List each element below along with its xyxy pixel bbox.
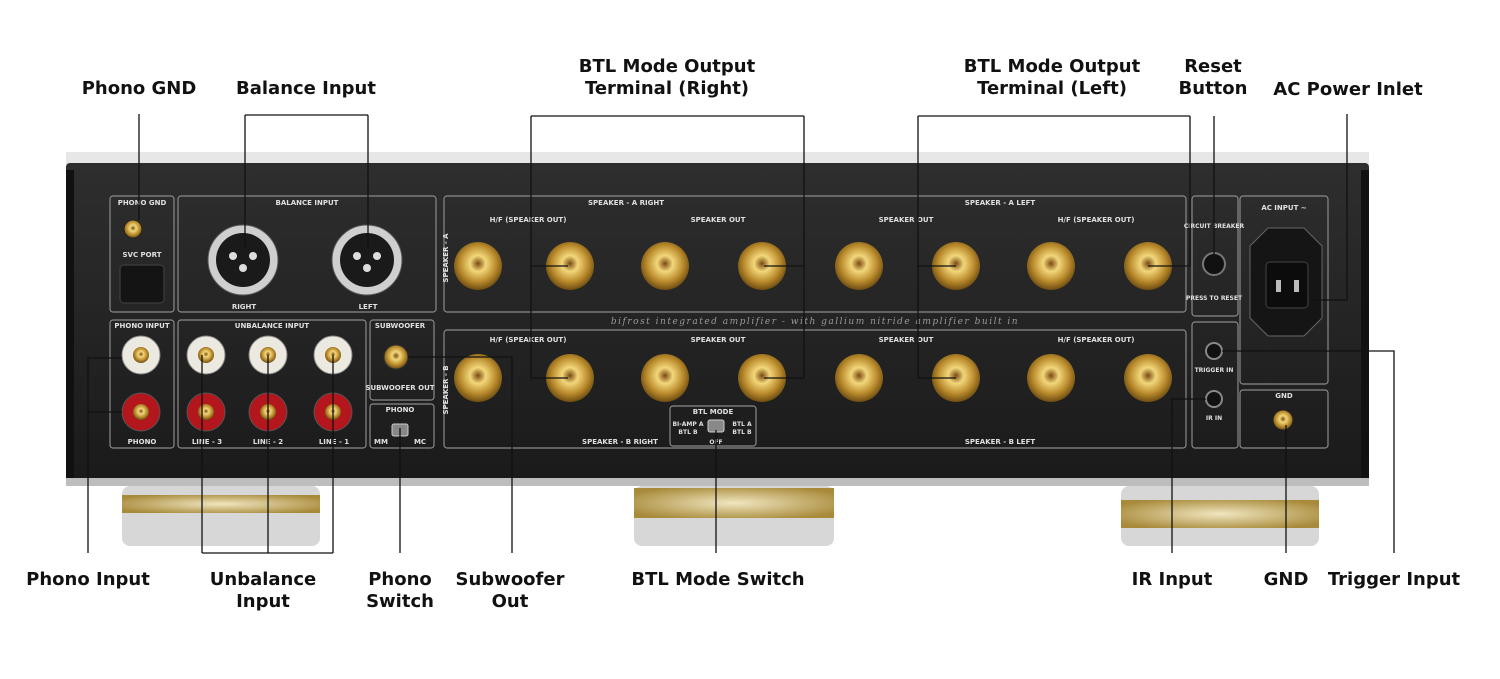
label-hf-out-a-right: H/F (SPEAKER OUT) (490, 216, 567, 224)
heatsink-fins-right (1361, 170, 1369, 480)
label-speaker-out-a-left: SPEAKER OUT (879, 216, 934, 224)
label-line3: LINE - 3 (192, 438, 222, 446)
post-b-l-hf-minus[interactable] (1027, 354, 1075, 402)
post-a-r-out-minus[interactable] (641, 242, 689, 290)
label-mm: MM (374, 438, 388, 446)
callout-phono-gnd: Phono GND (81, 78, 197, 99)
label-hf-out-b-left: H/F (SPEAKER OUT) (1058, 336, 1135, 344)
label-balance-right: RIGHT (232, 303, 257, 311)
trigger-in-jack[interactable] (1205, 342, 1223, 360)
callout-phono-input: Phono Input (26, 569, 150, 590)
label-speaker-a-vertical: SPEAKER - A (442, 233, 450, 283)
label-btl-mode: BTL MODE (693, 408, 734, 416)
label-mc: MC (414, 438, 426, 446)
label-subwoofer: SUBWOOFER (375, 322, 426, 330)
post-b-l-out-minus[interactable] (835, 354, 883, 402)
post-a-l-hf-minus[interactable] (1027, 242, 1075, 290)
label-hf-out-a-left: H/F (SPEAKER OUT) (1058, 216, 1135, 224)
label-speaker-a-left: SPEAKER - A LEFT (965, 199, 1036, 207)
label-speaker-b-vertical: SPEAKER - B (442, 365, 450, 414)
label-speaker-b-left: SPEAKER - B LEFT (965, 438, 1036, 446)
label-phono-switch: PHONO (386, 406, 415, 414)
foot-center-ring (634, 488, 834, 518)
post-b-l-hf-plus[interactable] (1124, 354, 1172, 402)
label-ir-in: IR IN (1206, 415, 1222, 422)
label-unbalance-input: UNBALANCE INPUT (235, 322, 310, 330)
label-btl-b2: BTL B (732, 429, 752, 436)
post-b-r-out-plus[interactable] (738, 354, 786, 402)
label-line1: LINE - 1 (319, 438, 349, 446)
chassis-bottom-edge (66, 478, 1369, 486)
callout-ac-power-inlet: AC Power Inlet (1273, 79, 1423, 100)
panel-outlines (109, 195, 1329, 449)
post-b-r-hf-plus[interactable] (546, 354, 594, 402)
label-btl-a: BTL A (732, 421, 752, 428)
callout-trigger-input: Trigger Input (1327, 569, 1461, 590)
label-bi-amp: BI-AMP A (672, 421, 703, 428)
post-a-r-hf-minus[interactable] (454, 242, 502, 290)
post-b-r-hf-minus[interactable] (454, 354, 502, 402)
callout-btl-mode-switch: BTL Mode Switch (631, 569, 805, 590)
ir-in-jack[interactable] (1205, 390, 1223, 408)
label-press-to-reset: PRESS TO RESET (1186, 295, 1243, 302)
label-balance-input: BALANCE INPUT (276, 199, 339, 207)
post-a-r-out-plus[interactable] (738, 242, 786, 290)
callout-lines (87, 114, 1395, 554)
feet (122, 486, 1319, 546)
label-gnd: GND (1275, 392, 1293, 400)
label-speaker-out-a-right: SPEAKER OUT (691, 216, 746, 224)
ac-inlet[interactable] (1265, 261, 1309, 309)
rca-subwoofer-out[interactable] (383, 344, 409, 370)
foot-right-ring (1121, 500, 1319, 528)
phono-gnd-terminal[interactable] (123, 219, 143, 239)
binding-posts (454, 242, 1172, 402)
label-subwoofer-out: SUBWOOFER OUT (365, 384, 434, 392)
callout-ir-input: IR Input (1131, 569, 1213, 590)
foot-left-ring (122, 495, 320, 513)
label-phono: PHONO (128, 438, 157, 446)
label-speaker-out-b-right: SPEAKER OUT (691, 336, 746, 344)
heatsink-fins-left (66, 170, 74, 480)
label-script: bifrost integrated amplifier - with gall… (611, 317, 1019, 327)
callout-gnd: GND (1263, 569, 1309, 590)
label-trigger-in: TRIGGER IN (1195, 367, 1234, 374)
label-ac-input: AC INPUT ~ (1261, 204, 1306, 212)
xlr-right[interactable] (207, 224, 279, 296)
label-balance-left: LEFT (359, 303, 378, 311)
label-speaker-a-right: SPEAKER - A RIGHT (588, 199, 664, 207)
svc-port[interactable] (119, 264, 165, 304)
post-b-r-out-minus[interactable] (641, 354, 689, 402)
label-hf-out-b-right: H/F (SPEAKER OUT) (490, 336, 567, 344)
label-phono-input: PHONO INPUT (114, 322, 169, 330)
label-phono-gnd: PHONO GND (118, 199, 167, 207)
label-speaker-out-b-left: SPEAKER OUT (879, 336, 934, 344)
post-a-r-hf-plus[interactable] (546, 242, 594, 290)
post-a-l-out-minus[interactable] (835, 242, 883, 290)
label-svc-port: SVC PORT (123, 251, 162, 259)
label-btl-b: BTL B (678, 429, 698, 436)
xlr-left[interactable] (331, 224, 403, 296)
rca-jacks (121, 335, 409, 432)
label-speaker-b-right: SPEAKER - B RIGHT (582, 438, 658, 446)
chassis-gnd-terminal[interactable] (1272, 409, 1294, 431)
callout-balance-input: Balance Input (236, 78, 376, 99)
